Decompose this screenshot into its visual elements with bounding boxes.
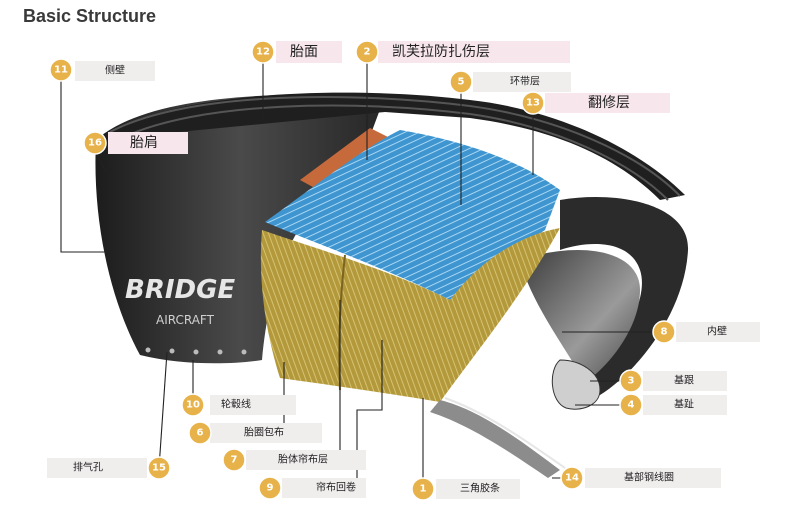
label-9: 帘布回卷 [316, 481, 356, 494]
marker-6: 6 [188, 421, 212, 445]
label-16: 胎肩 [130, 135, 158, 151]
label-11: 侧壁 [105, 64, 125, 77]
brand-subtitle: AIRCRAFT [156, 313, 215, 327]
svg-text:7: 7 [231, 455, 238, 466]
belt-shape [265, 130, 560, 300]
label-4: 基趾 [674, 398, 694, 411]
svg-text:9: 9 [267, 483, 274, 494]
marker-13: 13 [521, 91, 545, 115]
svg-text:15: 15 [152, 463, 166, 474]
marker-9: 9 [258, 476, 282, 500]
carcass-shape [260, 228, 560, 402]
svg-text:14: 14 [565, 473, 579, 484]
marker-11: 11 [49, 58, 73, 82]
svg-text:11: 11 [54, 65, 68, 76]
svg-text:12: 12 [256, 47, 270, 58]
leader-lines [60, 52, 664, 489]
svg-text:1: 1 [420, 484, 427, 495]
label-3: 基跟 [674, 374, 694, 387]
label-2: 凯芙拉防扎伤层 [392, 43, 490, 60]
marker-4: 4 [619, 393, 643, 417]
label-6: 胎圈包布 [244, 426, 284, 439]
callout-markers: 12 2 5 13 11 16 8 3 4 10 6 7 9 1 15 14 [49, 40, 676, 501]
svg-text:2: 2 [364, 47, 371, 58]
marker-10: 10 [181, 393, 205, 417]
svg-text:16: 16 [88, 138, 102, 149]
label-1: 三角胶条 [460, 482, 500, 495]
label-13: 翻修层 [588, 95, 630, 111]
label-boxes: 胎面 凯芙拉防扎伤层 环带层 翻修层 侧壁 胎肩 内壁 基跟 基趾 轮毂线 胎圈… [47, 41, 760, 499]
label-10: 轮毂线 [221, 398, 251, 411]
marker-15: 15 [147, 456, 171, 480]
label-14: 基部钢线圈 [624, 471, 674, 484]
label-5: 环带层 [510, 76, 540, 88]
marker-7: 7 [222, 448, 246, 472]
diagram-title: Basic Structure [23, 6, 157, 26]
svg-text:10: 10 [186, 400, 200, 411]
label-12: 胎面 [290, 44, 318, 60]
label-8: 内壁 [707, 325, 727, 338]
svg-text:5: 5 [458, 77, 465, 88]
marker-3: 3 [619, 369, 643, 393]
bead-shape [551, 359, 601, 410]
svg-text:8: 8 [661, 327, 668, 338]
brand-logo: BRIDGE [125, 275, 235, 305]
marker-2: 2 [355, 40, 379, 64]
marker-14: 14 [560, 466, 584, 490]
marker-12: 12 [251, 40, 275, 64]
label-15: 排气孔 [73, 461, 103, 474]
svg-text:6: 6 [197, 428, 204, 439]
svg-text:4: 4 [628, 400, 635, 411]
inner-liner-shape [560, 197, 689, 395]
marker-1: 1 [411, 477, 435, 501]
marker-8: 8 [652, 320, 676, 344]
label-7: 胎体帘布层 [278, 453, 328, 466]
svg-text:3: 3 [628, 376, 635, 387]
marker-16: 16 [83, 131, 107, 155]
svg-text:13: 13 [526, 98, 540, 109]
sidewall-shape [95, 94, 386, 364]
marker-5: 5 [449, 70, 473, 94]
